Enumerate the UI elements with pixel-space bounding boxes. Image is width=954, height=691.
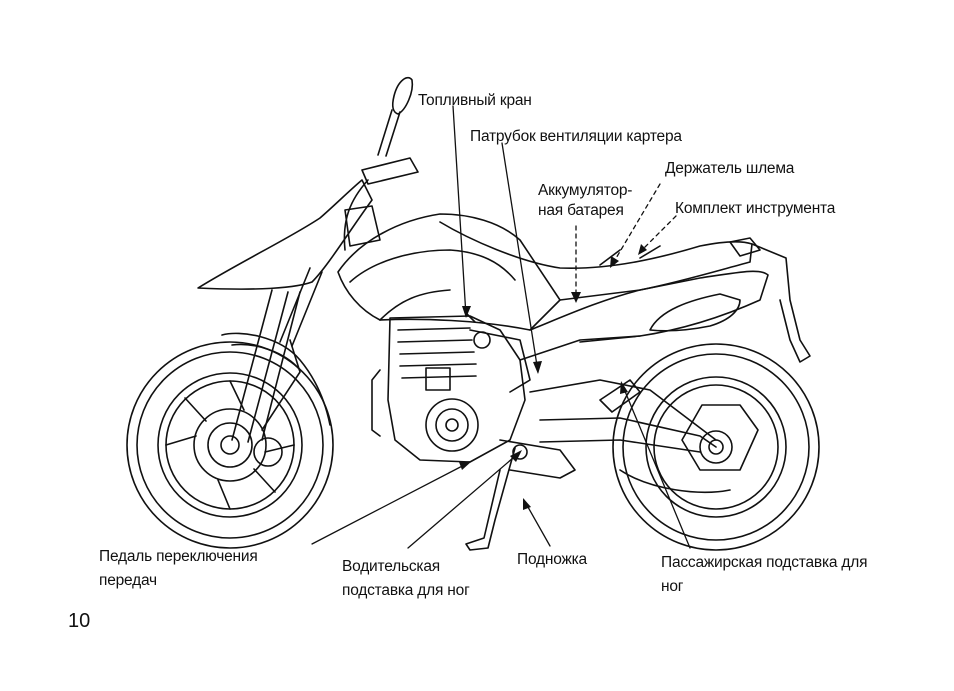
leader-passenger-footrest — [621, 383, 691, 549]
arrowhead-passenger-footrest — [620, 381, 628, 394]
leader-helmet-holder — [611, 183, 661, 266]
leader-rider-footrest — [407, 451, 521, 549]
frame-swingarm — [465, 335, 731, 551]
label-helmet-holder: Держатель шлема — [665, 160, 795, 177]
arrowhead-battery — [571, 292, 581, 303]
arrowhead-breather — [533, 361, 542, 374]
label-crankcase-breather: Патрубок вентиляции картера — [470, 128, 682, 145]
page-number: 10 — [68, 610, 91, 632]
arrowheads — [459, 244, 647, 510]
seat — [439, 221, 753, 301]
leader-tool-kit — [639, 215, 677, 253]
leader-breather — [501, 142, 539, 373]
rear-side-cover — [529, 237, 811, 363]
arrowhead-fuel-valve — [462, 306, 471, 318]
callout-lines — [311, 105, 691, 549]
arrowhead-tool-kit — [638, 244, 647, 255]
front-fork — [221, 267, 331, 443]
arrowhead-gearshift — [459, 461, 472, 470]
label-sidestand: Подножка — [517, 551, 587, 568]
label-gearshift-line1: Педаль переключения — [99, 548, 258, 565]
handlebar-mirror — [197, 76, 419, 290]
leader-gearshift — [311, 461, 471, 545]
arrowhead-sidestand — [523, 498, 531, 510]
rear-wheel — [612, 343, 820, 551]
engine — [371, 311, 531, 463]
label-rider-footrest-line2: подставка для ног — [342, 582, 470, 599]
label-fuel-valve: Топливный кран — [418, 92, 532, 109]
fuel-tank — [337, 213, 561, 331]
label-passenger-footrest-line1: Пассажирская подставка для — [661, 554, 868, 571]
label-battery-line1: Аккумулятор- — [538, 182, 633, 199]
front-wheel — [126, 341, 334, 549]
leader-fuel-valve — [452, 105, 467, 317]
arrowhead-helmet-holder — [610, 256, 619, 268]
label-tool-kit: Комплект инструмента — [675, 200, 836, 217]
label-passenger-footrest-line2: ног — [661, 578, 684, 595]
label-gearshift-line2: передач — [99, 572, 157, 589]
label-rider-footrest-line1: Водительская — [342, 558, 440, 575]
label-battery-line2: ная батарея — [538, 202, 624, 219]
arrowhead-rider-footrest — [510, 450, 522, 462]
